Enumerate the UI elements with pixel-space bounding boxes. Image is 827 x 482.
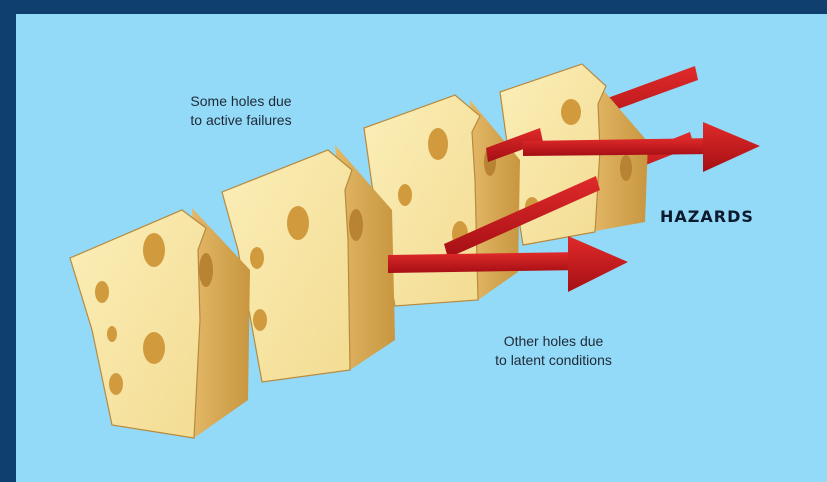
latent-conditions-caption: Other holes due to latent conditions [446,332,661,370]
slice-1-hole [107,326,117,342]
slice-3-hole [428,128,448,160]
latent-conditions-line-2: to latent conditions [446,351,661,370]
diagram-panel: Some holes due to active failures Other … [16,14,827,482]
upper-arrow-shaft [523,138,715,156]
slice-1-face [70,210,206,438]
slice-1-hole [199,253,213,287]
slice-1-hole [143,233,165,267]
slice-1-hole [109,373,123,395]
lower-arrow-head [568,236,628,292]
lower-arrow-shaft [388,252,583,273]
slice-1-hole [143,332,165,364]
slice-2-hole [287,206,309,240]
swiss-cheese-illustration [16,14,827,482]
active-failures-line-1: Some holes due [141,92,341,111]
slice-3-hole [398,184,412,206]
hazards-label: HAZARDS [660,207,754,226]
slice-2-hole [250,247,264,269]
active-failures-line-2: to active failures [141,111,341,130]
cheese-slice-1 [70,208,250,438]
slice-4-hole [561,99,581,125]
slice-2-hole [349,209,363,241]
active-failures-caption: Some holes due to active failures [141,92,341,130]
slice-4-hole [620,155,632,181]
latent-conditions-line-1: Other holes due [446,332,661,351]
upper-arrow-head [703,122,760,172]
slice-2-hole [253,309,267,331]
slice-1-hole [95,281,109,303]
